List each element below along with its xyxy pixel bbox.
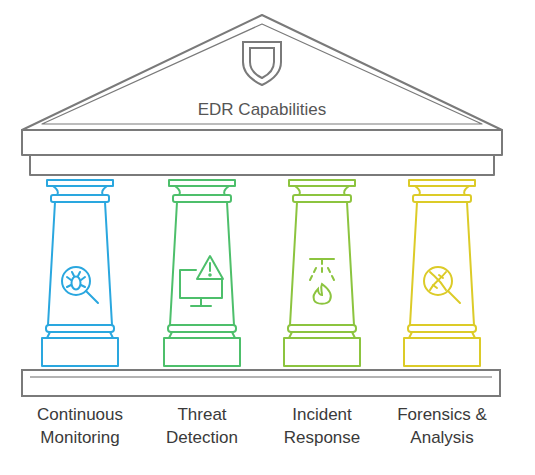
platform-line: [30, 376, 492, 378]
temple-pillar: Threat Detection: [142, 175, 262, 455]
pillar-label: Threat Detection: [142, 403, 262, 449]
temple-pillar: Forensics & Analysis: [382, 175, 502, 455]
roof-outline: [20, 10, 504, 180]
temple-roof: EDR Capabilities: [20, 10, 504, 180]
pillar-label: Continuous Monitoring: [20, 403, 140, 449]
temple-pillar: Incident Response: [262, 175, 382, 455]
temple-pillar: Continuous Monitoring: [20, 175, 140, 455]
temple-platform: [22, 370, 500, 396]
roof-title: EDR Capabilities: [162, 98, 362, 121]
pillar-label: Incident Response: [262, 403, 382, 449]
pillar-label: Forensics & Analysis: [382, 403, 502, 449]
